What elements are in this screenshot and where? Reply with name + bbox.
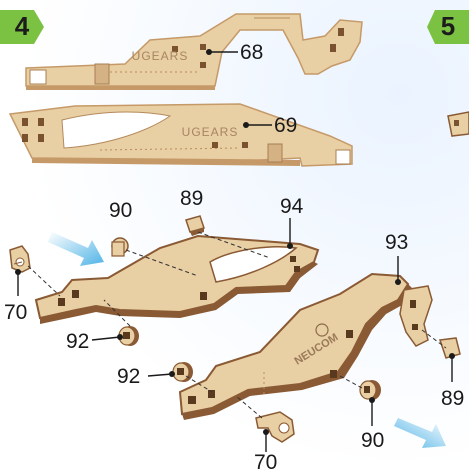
leader-93-dot	[395, 279, 401, 285]
leader-94-dot	[287, 243, 293, 249]
part-label-92-left: 92	[66, 331, 89, 352]
leader-89-right-dot	[449, 353, 455, 359]
leader-92-right-dot	[169, 371, 175, 377]
leader-92-left-dot	[117, 334, 123, 340]
leader-70-right-dot	[263, 429, 269, 435]
leader-69-dot	[243, 122, 249, 128]
panel-69-brand: UGEARS	[182, 125, 239, 139]
leader-68-dot	[206, 49, 212, 55]
part-label-92-right: 92	[117, 366, 140, 387]
part-label-70-left: 70	[4, 302, 27, 323]
next-step-preview-part	[448, 112, 469, 136]
part-label-89-left: 89	[180, 188, 203, 209]
leader-70-left-dot	[15, 269, 21, 275]
panel-68-brand: UGEARS	[132, 49, 189, 63]
part-label-90-left: 90	[109, 200, 132, 221]
part-label-94: 94	[280, 196, 303, 217]
part-label-68: 68	[240, 42, 263, 63]
part-label-89-right: 89	[441, 388, 464, 409]
leader-90-right-dot	[369, 397, 375, 403]
part-label-69: 69	[274, 115, 297, 136]
step-number-current: 4	[0, 8, 44, 44]
part-label-90-right: 90	[361, 430, 384, 451]
part-label-93: 93	[385, 232, 408, 253]
step-number-next: 5	[427, 8, 469, 44]
